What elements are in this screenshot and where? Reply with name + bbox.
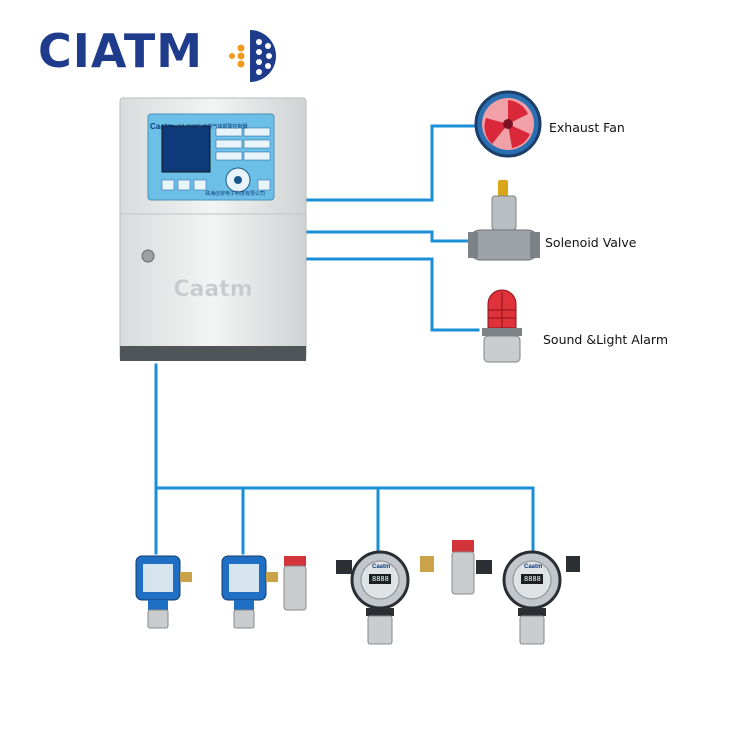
- wire-alarm: [302, 257, 480, 332]
- blue-gas-detector-1: [135, 555, 192, 629]
- controller-brand: Caatm: [150, 122, 175, 131]
- svg-text:Caatm: Caatm: [173, 277, 252, 302]
- wire-solenoid-valve: [302, 230, 480, 243]
- gas-alarm-controller: Caatm: [119, 97, 307, 361]
- output-label-solenoid-valve: Solenoid Valve: [545, 235, 637, 250]
- exhaust-fan-icon: [474, 90, 542, 158]
- sound-light-alarm-icon: [482, 289, 522, 363]
- detector-3-brand: Caatm: [372, 564, 391, 570]
- silver-gas-detector-3: [336, 550, 434, 645]
- controller-model: CA-2100E 可燃气体报警控制器: [178, 124, 248, 130]
- detector-4-brand: Caatm: [524, 564, 543, 570]
- silver-gas-detector-4: [451, 540, 580, 645]
- output-label-exhaust-fan: Exhaust Fan: [549, 120, 625, 135]
- controller-maker: 珠海创安电子科技有限公司: [205, 191, 266, 197]
- solenoid-valve-icon: [468, 180, 540, 261]
- detector-3-display: 8888: [372, 575, 389, 583]
- brand-logo-icon: [229, 30, 276, 82]
- detector-4-display: 8888: [524, 575, 541, 583]
- blue-gas-detector-2: [221, 555, 307, 629]
- brand-logo-text: CIATM: [38, 24, 204, 78]
- wire-bus: [154, 363, 535, 555]
- wire-exhaust-fan: [302, 124, 480, 202]
- output-label-sound-light-alarm: Sound &Light Alarm: [543, 332, 669, 347]
